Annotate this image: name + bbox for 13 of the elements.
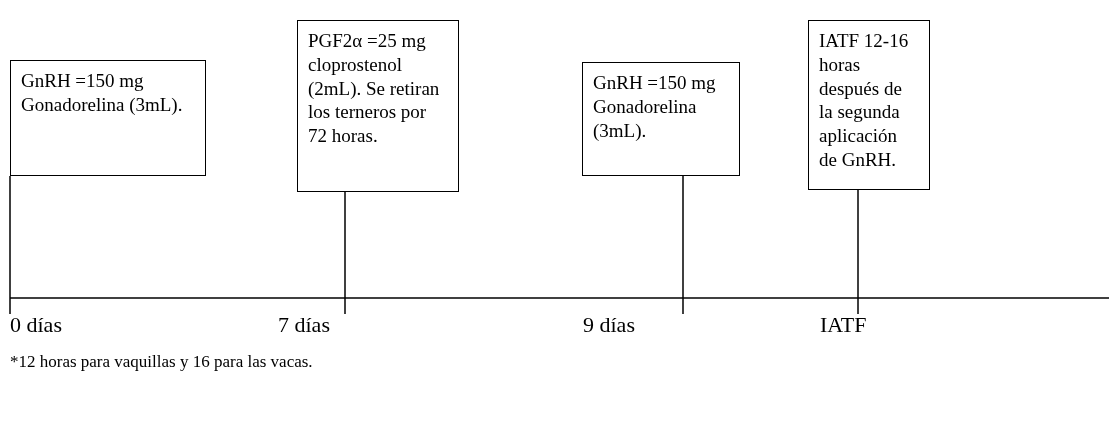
connector-line — [9, 175, 11, 315]
footnote: *12 horas para vaquillas y 16 para las vacas. — [10, 352, 313, 372]
timeline-tick-label: 7 días — [278, 312, 330, 338]
connector-line — [857, 189, 859, 315]
event-box: GnRH =150 mg Gonadorelina (3mL). — [10, 60, 206, 176]
connector-line — [682, 175, 684, 315]
event-box: GnRH =150 mg Gonadorelina (3mL). — [582, 62, 740, 176]
timeline-tick-label: IATF — [820, 312, 867, 338]
timeline-tick-label: 9 días — [583, 312, 635, 338]
timeline-tick-label: 0 días — [10, 312, 62, 338]
event-box: IATF 12-16 horas después de la segunda aplicación de GnRH. — [808, 20, 930, 190]
event-box: PGF2α =25 mg cloprostenol (2mL). Se retiran los terneros por 72 horas. — [297, 20, 459, 192]
connector-line — [344, 191, 346, 315]
